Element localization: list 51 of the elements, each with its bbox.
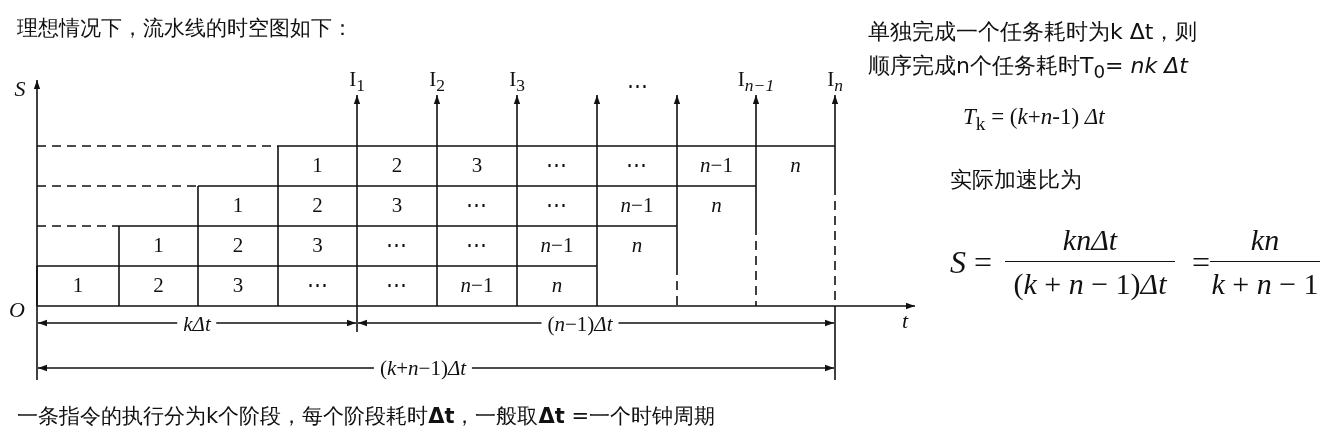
instruction-label: I$_{n−1}$ <box>737 69 775 95</box>
stage-cell: ⋯ <box>277 265 358 307</box>
stage-cell: n−1 <box>516 225 598 267</box>
stage-cell: 3 <box>436 145 518 187</box>
stage-cell: 1 <box>277 145 358 187</box>
stage-cell: 2 <box>356 145 438 187</box>
formula-text: knΔt <box>1062 225 1118 255</box>
instruction-label: I$_{2}$ <box>429 69 445 95</box>
instruction-label: I$_{n}$ <box>827 69 843 95</box>
formula: T$_{k}$ = (k+n-1) Δt <box>963 105 1105 133</box>
stage-cell: n−1 <box>436 265 518 307</box>
note-text: 顺序完成n个任务耗时T$_{0}$= nk Δt <box>868 54 1188 82</box>
stage-cell: 2 <box>277 185 358 227</box>
stage-cell: ⋯ <box>596 145 678 187</box>
stage-cell: n <box>596 225 678 267</box>
axis-label: S <box>14 78 26 100</box>
stage-cell: n <box>755 145 836 187</box>
stage-cell: ⋯ <box>516 185 598 227</box>
formula-text: kn <box>1250 225 1280 255</box>
stage-cell: 3 <box>356 185 438 227</box>
formula-text: k + n − 1 <box>1211 269 1319 299</box>
title: 理想情况下，流水线的时空图如下： <box>17 17 353 39</box>
stage-cell: 1 <box>36 265 120 307</box>
formula-text: (k + n − 1)Δt <box>1013 269 1167 299</box>
note-text: 实际加速比为 <box>950 169 1082 191</box>
formula-text: = <box>1192 246 1211 278</box>
axis-label: t <box>901 310 909 332</box>
caption: 一条指令的执行分为k个阶段，每个阶段耗时Δt，一般取Δt =一个时钟周期 <box>17 405 716 427</box>
formula-text: S = <box>950 246 993 278</box>
axis-label: O <box>9 299 25 321</box>
stage-cell: n <box>676 185 757 227</box>
note-text: 单独完成一个任务耗时为k Δt，则 <box>868 21 1198 43</box>
dimension-label: (n−1)Δt <box>541 313 619 335</box>
dimension-label: (k+n−1)Δt <box>373 357 473 379</box>
stage-cell: 1 <box>118 225 199 267</box>
stage-cell: ⋯ <box>356 225 438 267</box>
stage-cell: ⋯ <box>436 225 518 267</box>
stage-cell: 3 <box>277 225 358 267</box>
stage-cell: 2 <box>197 225 279 267</box>
stage-cell: ⋯ <box>356 265 438 307</box>
stage-cell: 1 <box>197 185 279 227</box>
instruction-label: I$_{3}$ <box>509 69 525 95</box>
stage-cell: n−1 <box>676 145 757 187</box>
instruction-label: ⋯ <box>626 75 648 97</box>
stage-cell: n <box>516 265 598 307</box>
instruction-label: I$_{1}$ <box>349 69 365 95</box>
stage-cell: ⋯ <box>516 145 598 187</box>
stage-cell: ⋯ <box>436 185 518 227</box>
stage-cell: n−1 <box>596 185 678 227</box>
stage-cell: 2 <box>118 265 199 307</box>
stage-cell: 3 <box>197 265 279 307</box>
